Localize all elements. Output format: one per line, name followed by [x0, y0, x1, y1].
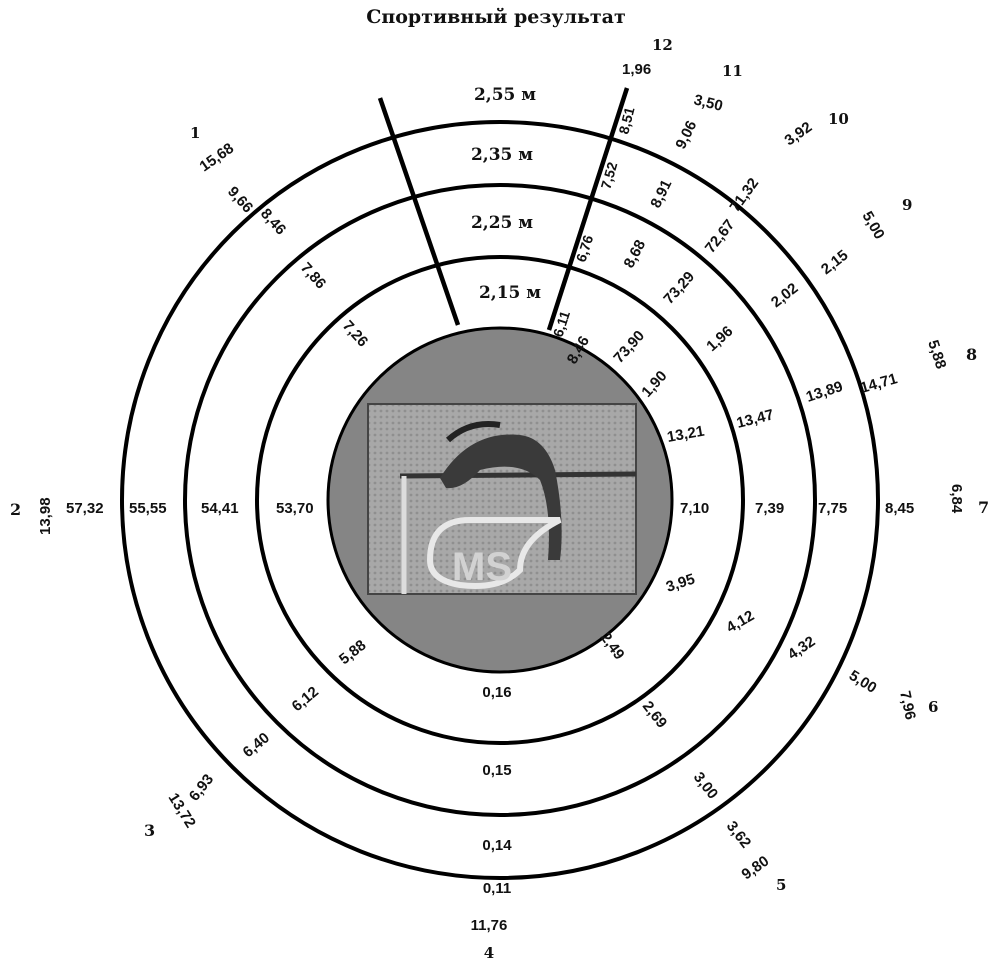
ray-7-value-1: 7,10	[680, 500, 709, 517]
ray-11-total: 3,50	[692, 91, 724, 115]
ray-10-total: 3,92	[782, 119, 816, 150]
ray-11-value-2: 8,68	[621, 237, 650, 271]
ring-label-1: 2,15 м	[479, 283, 541, 303]
ray-12-value-1: 6,11	[550, 309, 573, 339]
spoke-left	[377, 97, 461, 326]
ray-6-value-1: 3,95	[664, 571, 697, 596]
ray-1-value-1: 7,26	[339, 317, 371, 350]
ring-bottom-4: 0,11	[483, 880, 511, 897]
ray-8-total: 5,88	[924, 338, 949, 371]
ray-7-number: 7	[978, 498, 989, 517]
ray-1-value-3: 8,46	[257, 205, 289, 238]
ring-bottom-3: 0,14	[482, 837, 512, 854]
athlete-photo: MS	[367, 403, 637, 595]
ray-8-value-3: 13,89	[804, 378, 845, 406]
ray-12-number: 12	[652, 36, 673, 54]
ray-9-value-3: 2,02	[768, 280, 801, 311]
ray-10-value-1: 73,90	[610, 327, 648, 366]
ring-label-2: 2,25 м	[471, 213, 533, 233]
ray-7-value-4: 8,45	[885, 500, 914, 517]
ray-9-value-4: 2,15	[818, 247, 851, 278]
ray-10-value-3: 72,67	[702, 216, 739, 256]
ray-3-value-3: 6,40	[240, 729, 273, 761]
ray-1-value-2: 7,86	[297, 259, 329, 292]
ray-8-value-2: 13,47	[735, 406, 776, 432]
ray-6-value-2: 4,12	[724, 607, 758, 636]
ray-7-value-2: 7,39	[755, 500, 784, 517]
ray-4-number: 4	[484, 944, 494, 962]
ray-5-value-3: 3,00	[690, 769, 721, 802]
ray-12-value-4: 8,51	[615, 105, 637, 136]
ray-7-value-3: 7,75	[818, 500, 847, 517]
ring-3	[183, 183, 817, 817]
ray-5-total: 9,80	[739, 853, 773, 884]
ray-3-number: 3	[144, 821, 155, 840]
ray-3-value-4: 6,93	[186, 771, 217, 804]
spoke-right	[546, 87, 630, 331]
ray-1-total: 15,68	[197, 140, 238, 175]
ray-5-number: 5	[776, 876, 786, 894]
ray-2-value-3: 55,55	[129, 500, 167, 517]
ray-3-value-2: 6,12	[289, 683, 322, 715]
ray-6-number: 6	[928, 698, 938, 716]
ray-2-value-4: 57,32	[66, 500, 104, 517]
ray-8-value-1: 13,21	[666, 423, 706, 446]
ray-5-value-2: 2,69	[639, 698, 670, 731]
ring-bottom-1: 0,16	[482, 684, 511, 701]
ray-2-value-1: 53,70	[276, 500, 314, 517]
ray-6-value-3: 4,32	[785, 633, 819, 663]
ray-9-value-1: 1,90	[638, 368, 670, 401]
ray-1-number: 1	[190, 124, 200, 142]
ray-8-value-4: 14,71	[858, 370, 899, 397]
ray-11-value-3: 8,91	[647, 177, 675, 211]
ray-2-value-2: 54,41	[201, 500, 239, 517]
ray-5-value-4: 3,62	[723, 818, 754, 851]
ray-12-value-2: 6,76	[573, 233, 597, 264]
ray-11-value-4: 9,06	[672, 118, 700, 152]
ray-6-value-4: 5,00	[846, 667, 880, 697]
ray-10-value-2: 73,29	[660, 268, 698, 307]
ray-1-value-4: 9,66	[224, 183, 256, 216]
ring-label-3: 2,35 м	[471, 145, 533, 165]
ray-10-number: 10	[828, 110, 849, 128]
ray-9-total: 5,00	[859, 209, 888, 243]
ray-2-total: 13,98	[37, 497, 54, 535]
diagram-title: Спортивный результат	[366, 6, 626, 28]
ring-label-4: 2,55 м	[474, 85, 536, 105]
ray-2-number: 2	[10, 500, 21, 519]
photo-logo: MS	[452, 545, 512, 589]
ring-bottom-2: 0,15	[482, 762, 511, 779]
ray-10-value-4: 71,32	[726, 175, 762, 215]
ray-7-total: 6,84	[948, 484, 965, 514]
ray-6-total: 7,96	[896, 689, 919, 721]
ray-8-number: 8	[966, 345, 977, 364]
ray-12-total: 1,96	[622, 61, 651, 78]
ray-12-value-3: 7,52	[598, 160, 621, 191]
ray-4-total: 11,76	[471, 917, 508, 934]
ray-3-value-1: 5,88	[336, 637, 369, 668]
ray-9-number: 9	[902, 196, 912, 214]
ray-11-number: 11	[722, 62, 743, 80]
ray-9-value-2: 1,96	[703, 323, 736, 355]
outer-ring-4	[120, 120, 880, 880]
ring-2	[255, 255, 745, 745]
